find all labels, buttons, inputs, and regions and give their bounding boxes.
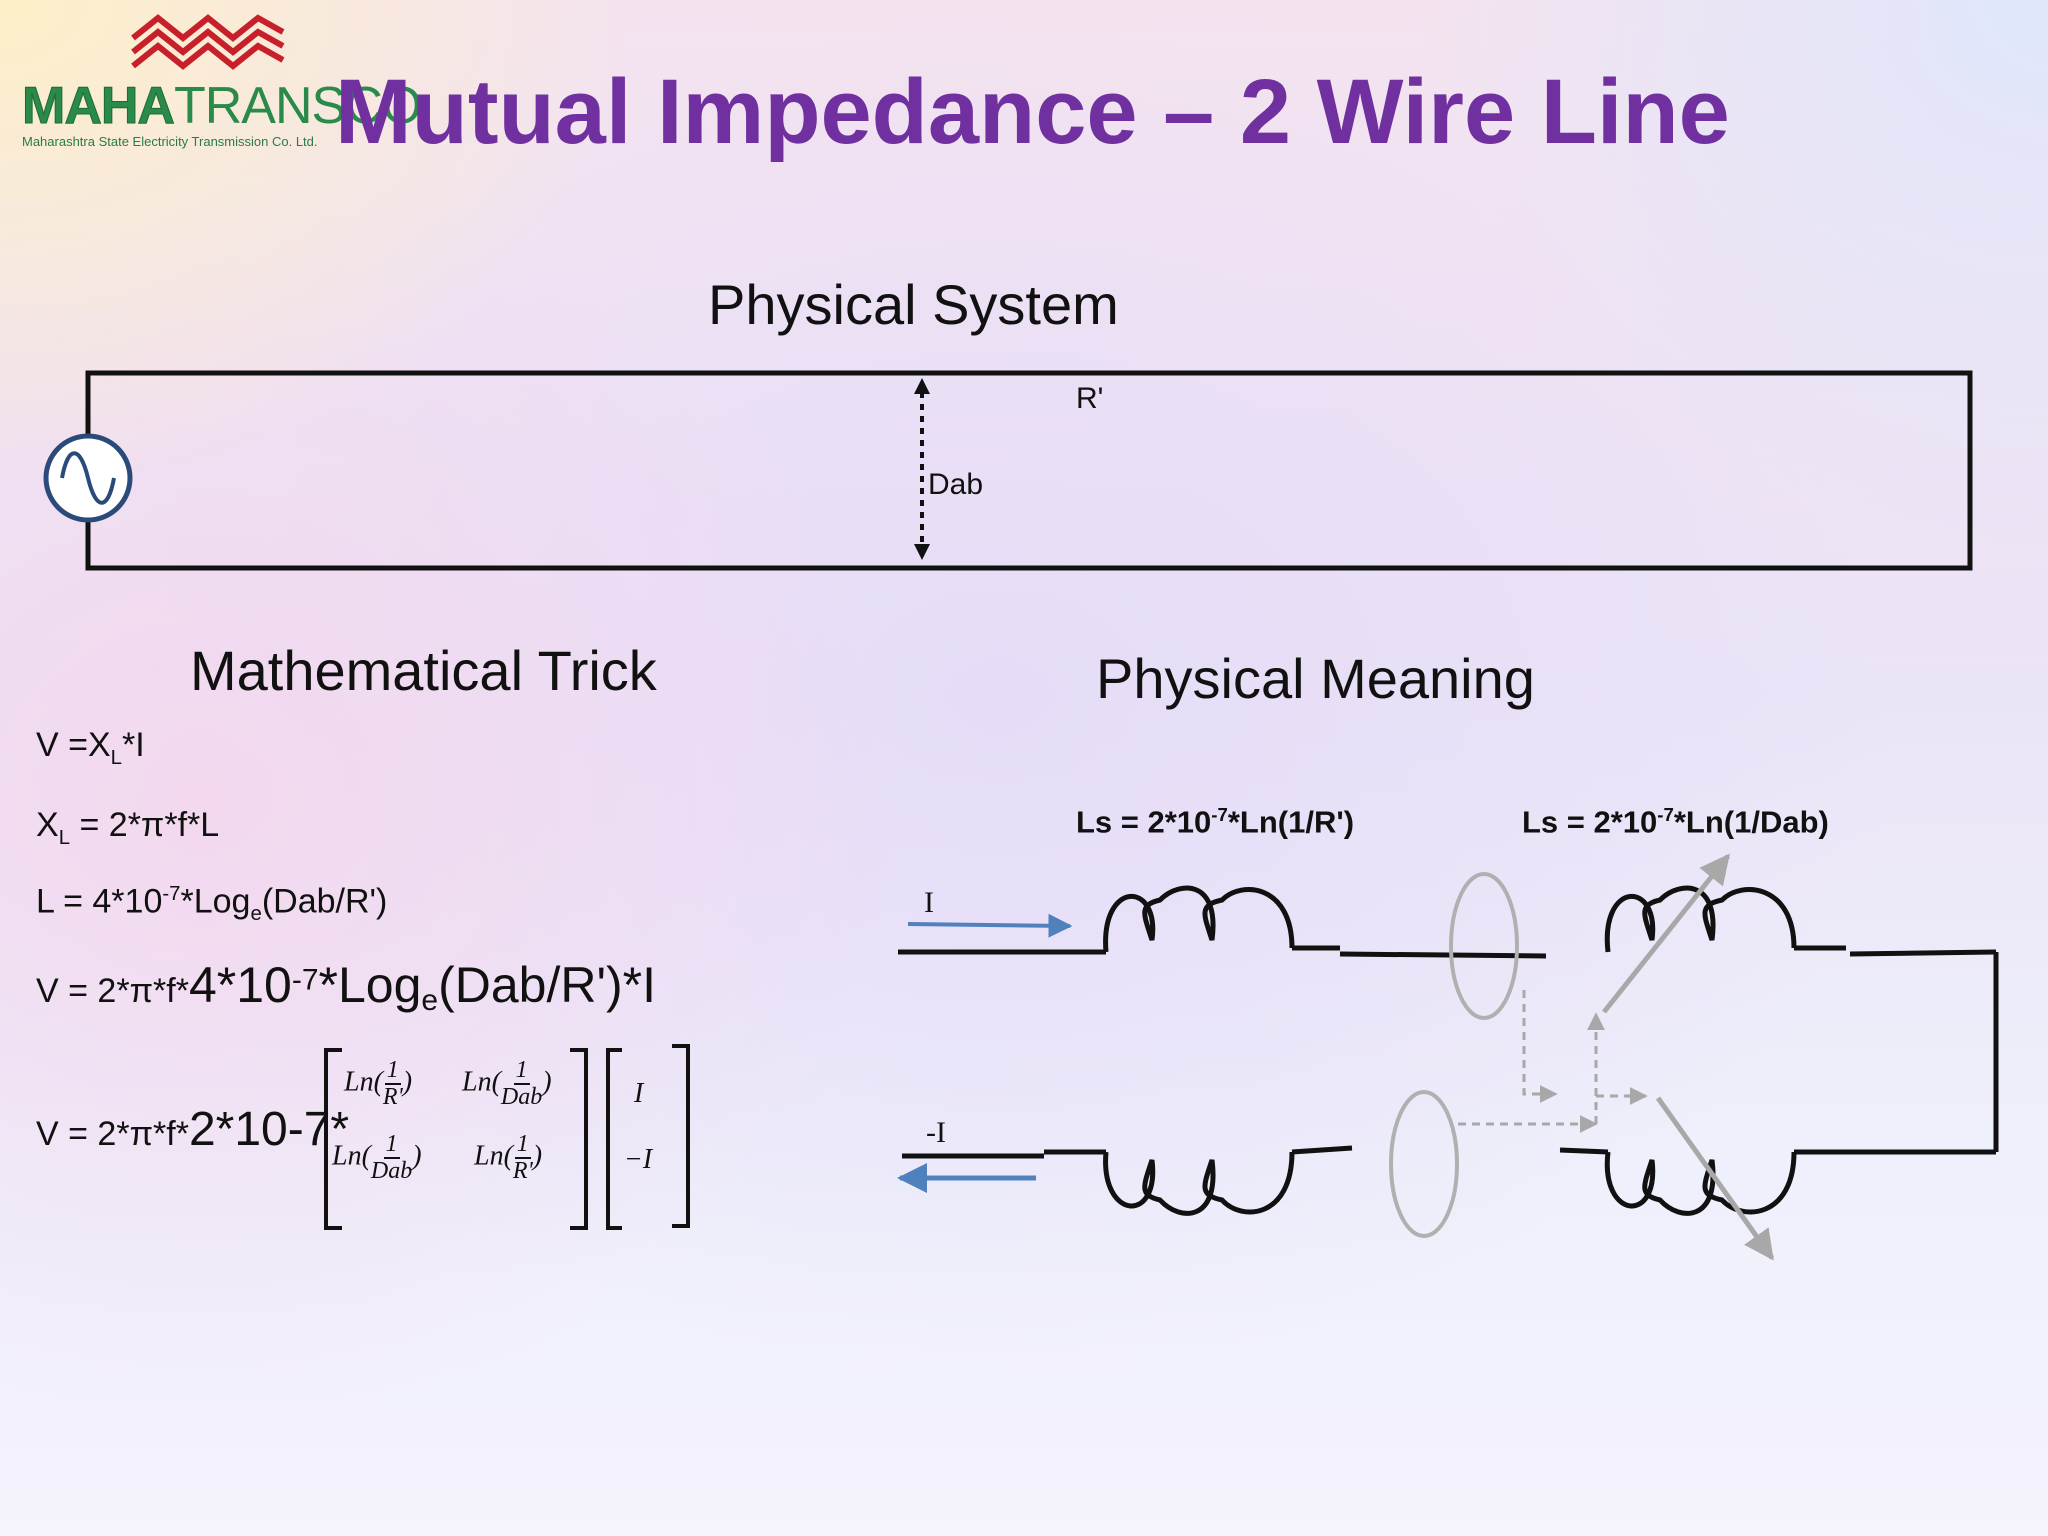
logo-maha: MAHA [22, 77, 176, 135]
coupling-arrow-bottom-icon [1655, 1096, 1775, 1261]
math-trick-heading: Mathematical Trick [190, 639, 657, 702]
frac-den: Dab [500, 1084, 543, 1111]
current-label-top: I [924, 886, 934, 919]
ln-text: Ln( [462, 1066, 501, 1098]
ln-text: Ln( [332, 1140, 371, 1172]
eq3-sub: e [250, 903, 262, 926]
current-arrow-forward-icon [907, 913, 1073, 938]
current-vector-top: I [634, 1078, 644, 1109]
eq3-part: L = 4*10 [36, 882, 163, 921]
mutual-inductance-label: Ls = 2*10-7*Ln(1/Dab) [1522, 804, 1829, 840]
eq3-sup: -7 [162, 883, 181, 905]
ln-text: Ln( [474, 1140, 513, 1172]
eq1-part: V =X [36, 726, 111, 764]
frac-den: R' [382, 1084, 403, 1111]
ls-mutual-part: *Ln(1/Dab) [1673, 804, 1829, 840]
eq5-part: 2*10-7* [188, 1103, 350, 1156]
logo-wordmark: MAHATRANSCO [22, 77, 423, 135]
equation-voltage: V =XL*I [36, 728, 145, 768]
self-inductance-label: Ls = 2*10-7*Ln(1/R') [1076, 804, 1355, 840]
bottom-conductor [902, 1145, 1996, 1216]
eq2-sub: L [58, 826, 71, 849]
ls-mutual-sup: -7 [1657, 804, 1674, 825]
coupling-arrow-top-icon [1602, 853, 1730, 1014]
ln-close: ) [542, 1066, 552, 1098]
company-logo: MAHATRANSCO Maharashtra State Electricit… [18, 10, 422, 150]
eq1-part: *I [122, 726, 145, 764]
frac-den: Dab [370, 1158, 413, 1185]
logo-waves-icon [131, 14, 285, 70]
ac-source-icon [43, 433, 133, 523]
equation-reactance: XL = 2*π*f*L [36, 808, 219, 848]
frac-num: 1 [383, 1131, 400, 1160]
eq2-part: X [36, 806, 59, 844]
ln-close: ) [532, 1140, 543, 1172]
ls-mutual-part: Ls = 2*10 [1522, 804, 1658, 840]
eq4-part: (Dab/R')*I [438, 957, 657, 1013]
current-label-bottom: -I [926, 1116, 946, 1149]
eq3-part: *Log [180, 882, 251, 921]
ls-self-part: *Ln(1/R') [1227, 804, 1355, 840]
matrix-brackets [324, 1044, 690, 1230]
eq4-part: V = 2*π*f* [36, 972, 189, 1010]
flux-ring-top [1449, 872, 1519, 1020]
ln-text: Ln( [344, 1066, 383, 1098]
physical-system-heading: Physical System [708, 273, 1119, 336]
eq2-part: = 2*π*f*L [70, 806, 220, 844]
coupled-inductors-diagram: I -I [897, 853, 1999, 1261]
distance-label: Dab [928, 468, 983, 501]
top-conductor [898, 885, 1999, 1152]
physical-meaning-heading: Physical Meaning [1096, 647, 1535, 710]
frac-num: 1 [384, 1057, 401, 1086]
equation-inductance: L = 4*10-7*Loge(Dab/R') [36, 884, 387, 925]
eq3-part: (Dab/R') [261, 882, 388, 921]
slide-title: Mutual Impedance – 2 Wire Line [335, 61, 1730, 163]
ln-close: ) [402, 1066, 413, 1098]
radius-label: R' [1076, 382, 1103, 415]
frac-num: 1 [514, 1131, 531, 1160]
current-vector-bottom: −I [624, 1144, 653, 1175]
physical-system-diagram: R' Dab [43, 370, 1973, 571]
ls-self-sup: -7 [1211, 804, 1228, 825]
eq5-part: V = 2*π*f* [36, 1115, 189, 1153]
flux-linkage-arrows [1458, 990, 1648, 1133]
two-wire-loop [85, 370, 1973, 571]
ln-close: ) [412, 1140, 422, 1172]
eq4-part: *Log [318, 957, 422, 1013]
frac-den: R' [512, 1158, 533, 1185]
distance-dab-arrow [914, 378, 930, 560]
logo-subtitle: Maharashtra State Electricity Transmissi… [22, 134, 318, 149]
flux-ring-bottom [1389, 1090, 1459, 1238]
equation-voltage-expanded: V = 2*π*f*4*10-7*Loge(Dab/R')*I [36, 960, 656, 1016]
eq4-part: 4*10 [188, 957, 292, 1013]
ls-self-part: Ls = 2*10 [1076, 804, 1212, 840]
eq4-sup: -7 [291, 963, 319, 997]
logo-transco: TRANSCO [173, 77, 422, 135]
frac-num: 1 [513, 1057, 530, 1086]
eq1-sub: L [110, 746, 123, 769]
eq4-sub: e [421, 983, 439, 1017]
equation-matrix-prefix: V = 2*π*f*2*10-7* [36, 1106, 349, 1154]
